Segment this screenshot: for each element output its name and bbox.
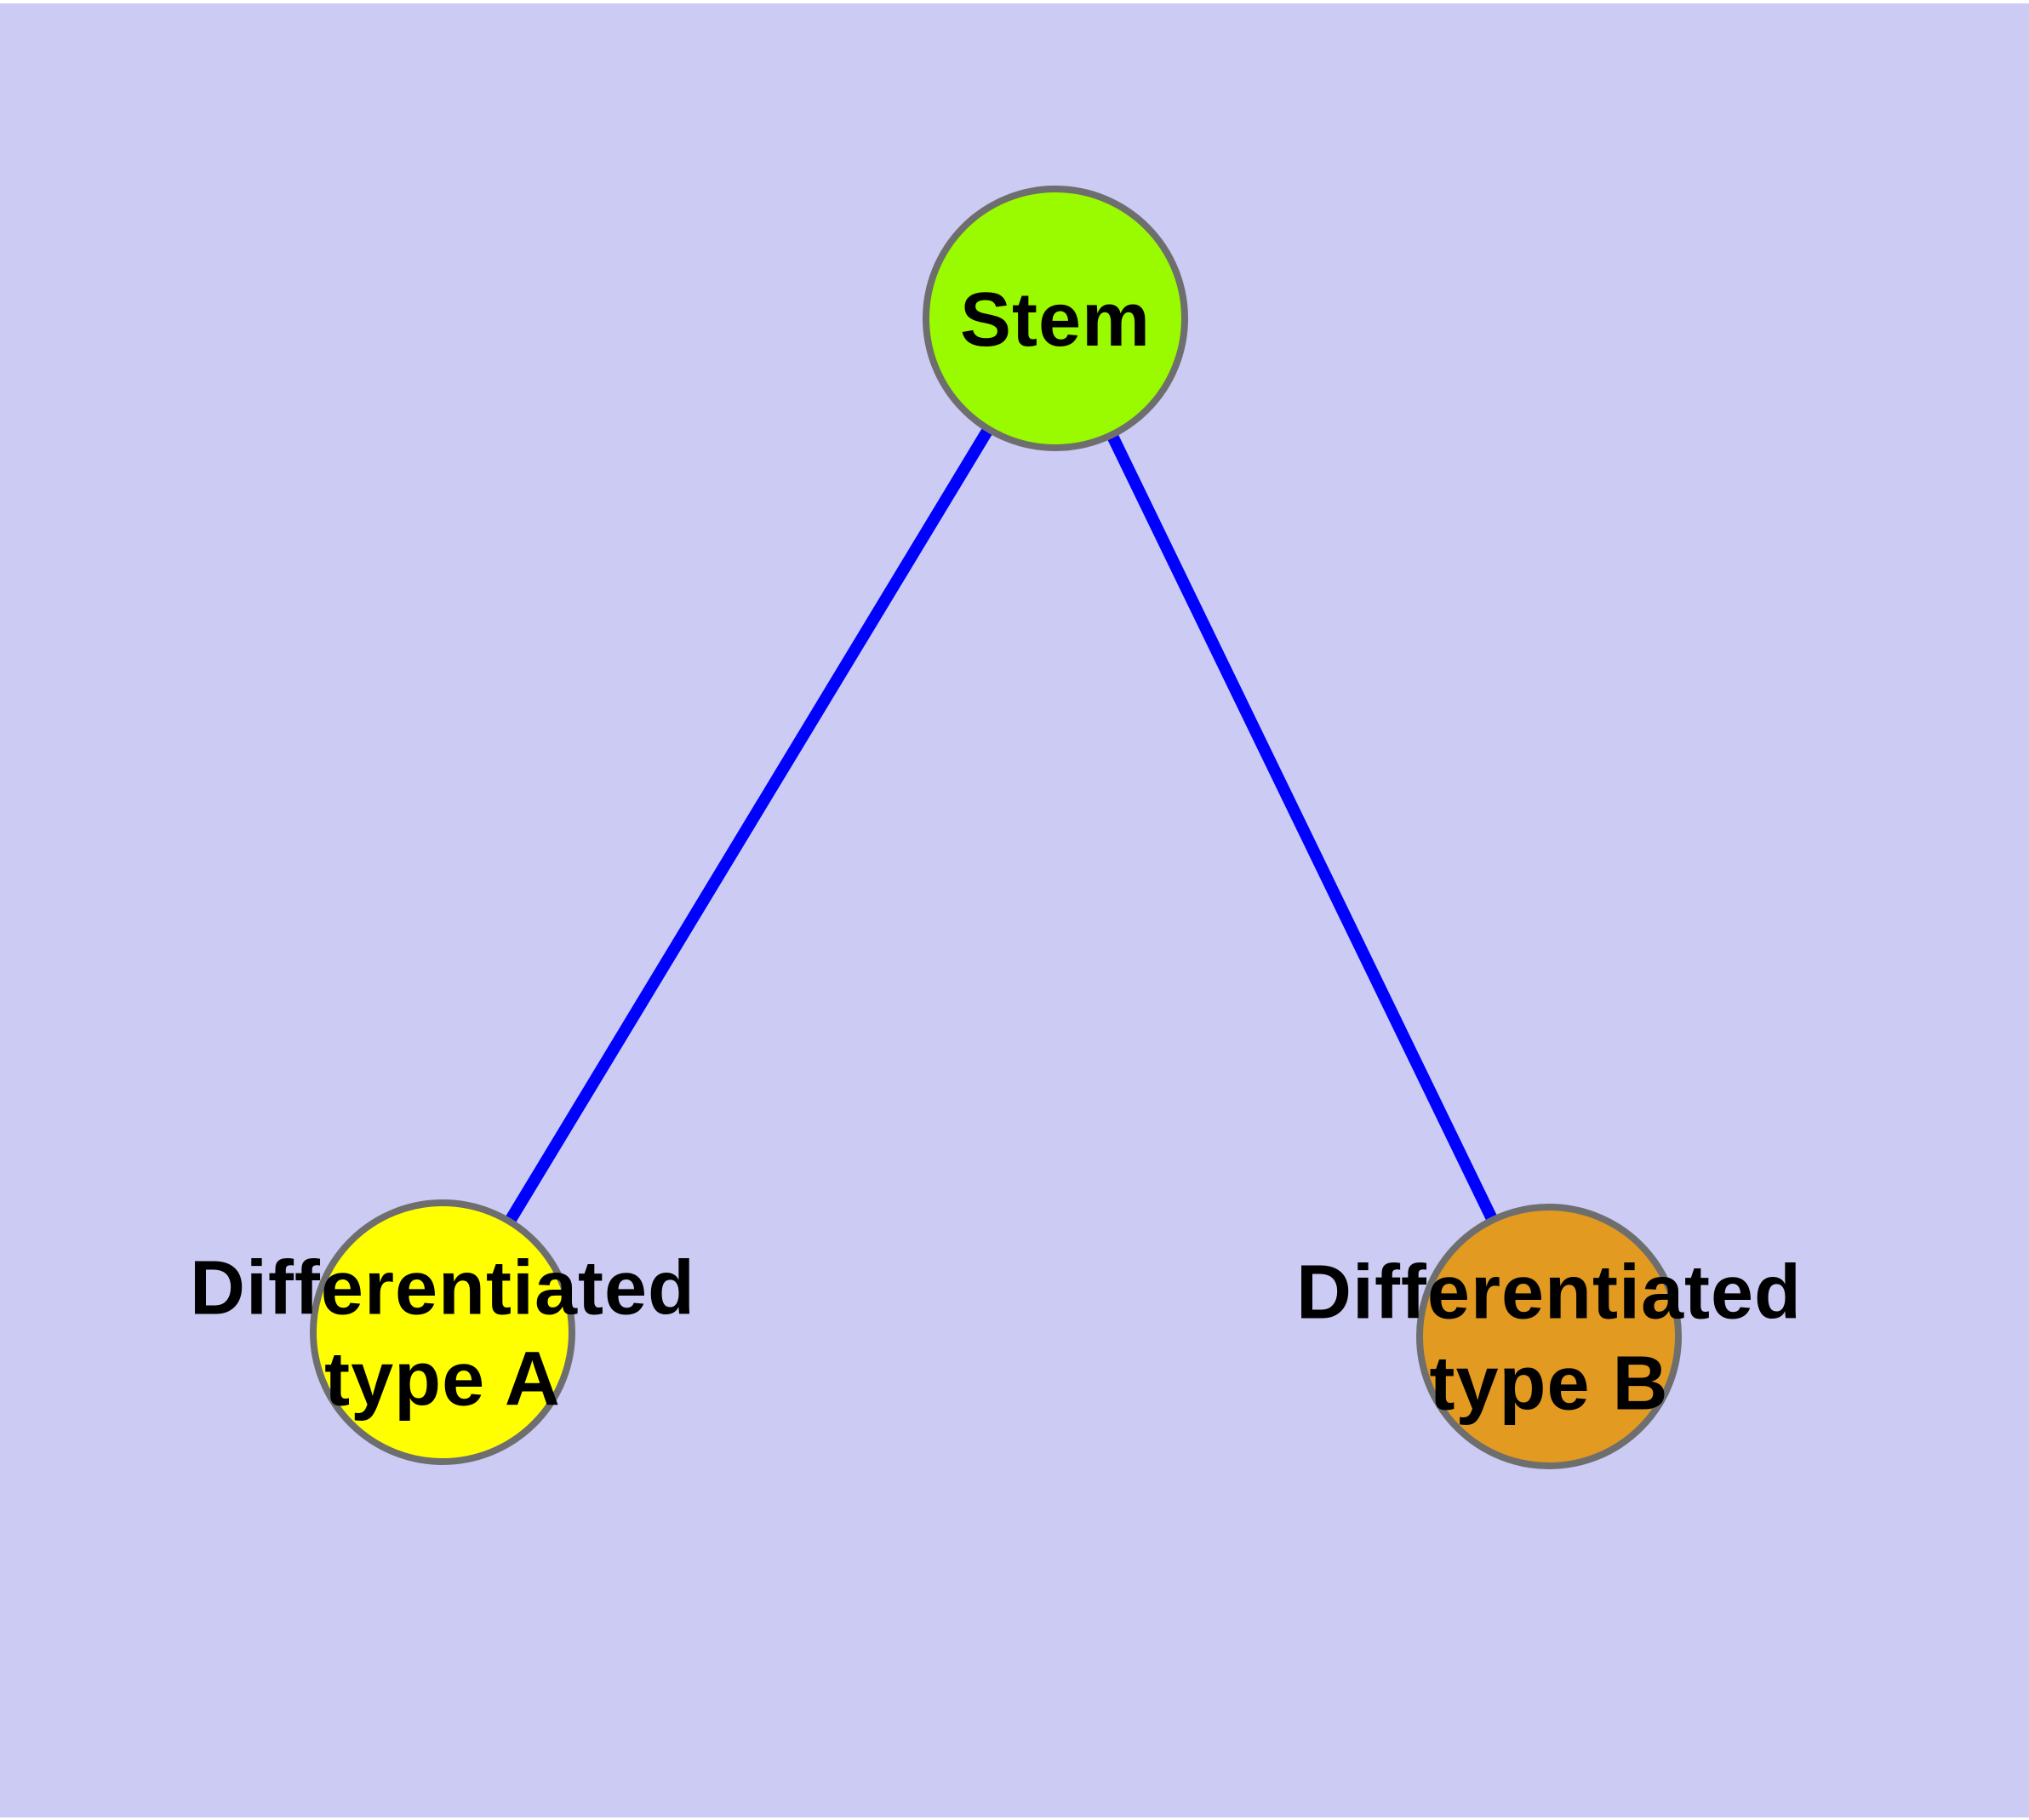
edge-stem-typeB bbox=[1049, 315, 1555, 1340]
node-typeB-circle bbox=[1416, 1204, 1682, 1469]
node-typeA-circle bbox=[310, 1199, 575, 1465]
edge-stem-typeA bbox=[437, 315, 1060, 1336]
node-stem-label: Stem bbox=[960, 278, 1151, 363]
node-stem-circle bbox=[923, 186, 1188, 451]
